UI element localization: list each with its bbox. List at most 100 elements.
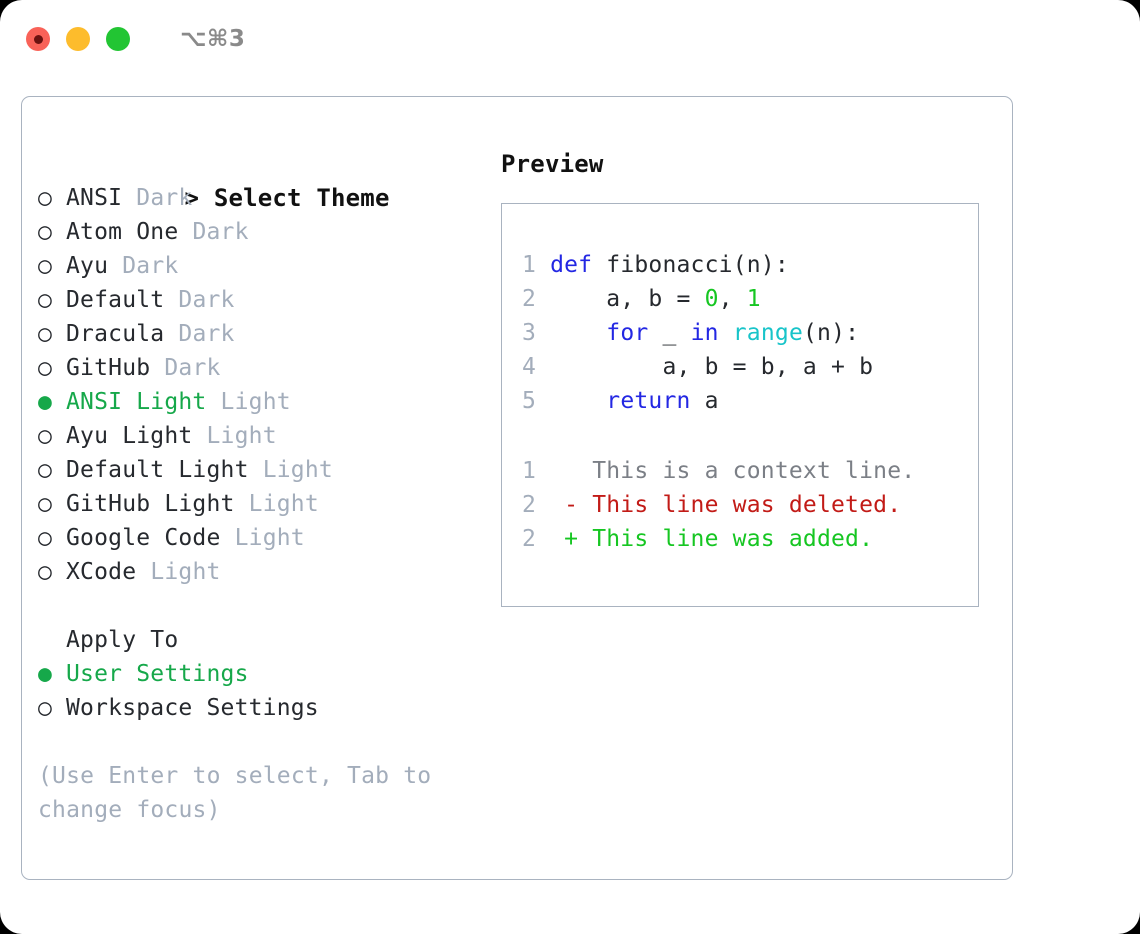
diff-line-text: This is a context line. [592, 458, 916, 484]
theme-option-label: ANSI [66, 185, 123, 211]
theme-option-variant-badge: Light [248, 491, 319, 517]
code-token-plain: (n): [803, 320, 860, 346]
theme-option-variant-badge: Light [150, 559, 221, 585]
radio-unselected-icon: ○ [38, 185, 53, 211]
theme-option-xcode[interactable]: ○ XCode Light [38, 555, 488, 589]
code-token-plain: a, b = b, a + b [550, 354, 874, 380]
code-line-number: 5 [522, 388, 537, 414]
theme-option-github-light[interactable]: ○ GitHub Light Light [38, 487, 488, 521]
code-token-plain: a, b = [550, 286, 705, 312]
theme-option-variant-badge: Light [206, 423, 277, 449]
keyboard-shortcut-label: ⌥⌘3 [180, 26, 246, 52]
theme-option-default[interactable]: ○ Default Dark [38, 283, 488, 317]
diff-sign-marker: - [536, 492, 593, 518]
theme-option-label: GitHub Light [66, 491, 235, 517]
theme-option-ayu-light[interactable]: ○Ayu Light Light [38, 419, 488, 453]
prompt-caret-icon: > [184, 184, 200, 212]
theme-option-ansi-light[interactable]: ● ANSI Light Light [38, 385, 488, 419]
theme-option-label: Default [66, 287, 165, 313]
main-panel: > Select Theme ○ANSI Dark○Atom One Dark○… [21, 96, 1013, 880]
code-token-plain: _ [648, 320, 691, 346]
theme-option-ayu[interactable]: ○ Ayu Dark [38, 249, 488, 283]
theme-option-ansi[interactable]: ○ ANSI Dark [38, 181, 488, 215]
apply-to-heading-label: Apply To [66, 627, 179, 653]
code-token-plain [550, 388, 606, 414]
code-token-plain [550, 320, 606, 346]
theme-option-label: XCode [66, 559, 137, 585]
theme-list: ○ ANSI Dark ○ Atom One Dark ○ Ayu Dark ○ Defaul… [38, 181, 488, 589]
radio-unselected-icon: ○ [38, 287, 53, 313]
apply-to-option-user-settings[interactable]: ● User Settings [38, 657, 488, 691]
window-controls [26, 27, 130, 51]
code-line-number: 4 [522, 354, 537, 380]
theme-option-variant-badge: Light [220, 389, 291, 415]
theme-option-github[interactable]: ○GitHub Dark [38, 351, 488, 385]
theme-option-variant-badge: Dark [136, 185, 193, 211]
code-token-num: 0 [704, 286, 719, 312]
theme-option-variant-badge: Dark [122, 253, 179, 279]
radio-unselected-icon: ○ [38, 695, 53, 721]
theme-option-variant-badge: Dark [178, 287, 235, 313]
radio-selected-icon: ● [38, 389, 53, 415]
diff-line-add: 2 + This line was added. [522, 522, 970, 556]
code-line: 5 return a [522, 384, 970, 418]
theme-option-label: Atom One [66, 219, 179, 245]
select-theme-heading: > Select Theme [38, 147, 488, 212]
code-token-kw: for [606, 320, 649, 346]
radio-unselected-icon: ○ [38, 559, 53, 585]
close-button[interactable] [26, 27, 50, 51]
radio-unselected-icon: ○ [38, 457, 53, 483]
radio-unselected-icon: ○ [38, 219, 53, 245]
apply-to-option-workspace-settings[interactable]: ○Workspace Settings [38, 691, 488, 725]
theme-option-label: GitHub [66, 355, 151, 381]
code-token-fn: range [732, 320, 803, 346]
theme-option-variant-badge: Dark [164, 355, 221, 381]
theme-option-google-code[interactable]: ○Google Code Light [38, 521, 488, 555]
theme-option-variant-badge: Light [262, 457, 333, 483]
theme-option-label: ANSI Light [66, 389, 207, 415]
theme-option-variant-badge: Dark [192, 219, 249, 245]
code-line: 1 def fibonacci(n): [522, 248, 970, 282]
theme-option-label: Default Light [66, 457, 249, 483]
radio-unselected-icon: ○ [38, 491, 53, 517]
theme-option-label: Ayu Light [66, 423, 193, 449]
code-token-num: 1 [746, 286, 761, 312]
apply-to-list: ● User Settings ○Workspace Settings [38, 657, 488, 725]
radio-selected-icon: ● [38, 661, 53, 687]
theme-option-variant-badge: Dark [178, 321, 235, 347]
select-theme-heading-label: Select Theme [213, 184, 390, 212]
code-token-plain: a [690, 388, 719, 414]
apply-to-option-label: User Settings [66, 661, 249, 687]
theme-option-label: Google Code [66, 525, 221, 551]
theme-option-label: Ayu [66, 253, 109, 279]
radio-unselected-icon: ○ [38, 321, 53, 347]
code-token-kw: return [606, 388, 691, 414]
diff-line-number: 2 [522, 492, 537, 518]
code-line: 2 a, b = 0, 1 [522, 282, 970, 316]
radio-unselected-icon: ○ [38, 253, 53, 279]
code-line-number: 3 [522, 320, 537, 346]
preview-heading: Preview [501, 150, 604, 178]
code-line: 4 a, b = b, a + b [522, 350, 970, 384]
maximize-button[interactable] [106, 27, 130, 51]
preview-column: Preview 1 def fibonacci(n):2 a, b = 0, 1… [501, 147, 996, 607]
minimize-button[interactable] [66, 27, 90, 51]
theme-option-label: Dracula [66, 321, 165, 347]
theme-option-atom-one[interactable]: ○ Atom One Dark [38, 215, 488, 249]
diff-sign-marker [536, 458, 592, 484]
diff-line-number: 1 [522, 458, 537, 484]
theme-selector-column: > Select Theme ○ANSI Dark○Atom One Dark○… [38, 147, 488, 827]
theme-option-dracula[interactable]: ○ Dracula Dark [38, 317, 488, 351]
diff-line-ctx: 1 This is a context line. [522, 454, 970, 488]
theme-option-default-light[interactable]: ○ Default Light Light [38, 453, 488, 487]
code-token-kw: in [690, 320, 719, 346]
code-line-number: 1 [522, 252, 537, 278]
code-token-kw: def [550, 252, 607, 278]
diff-line-text: This line was added. [592, 526, 874, 552]
code-token-plain [719, 320, 733, 346]
code-line: 3 for _ in range(n): [522, 316, 970, 350]
diff-line-number: 2 [522, 526, 537, 552]
